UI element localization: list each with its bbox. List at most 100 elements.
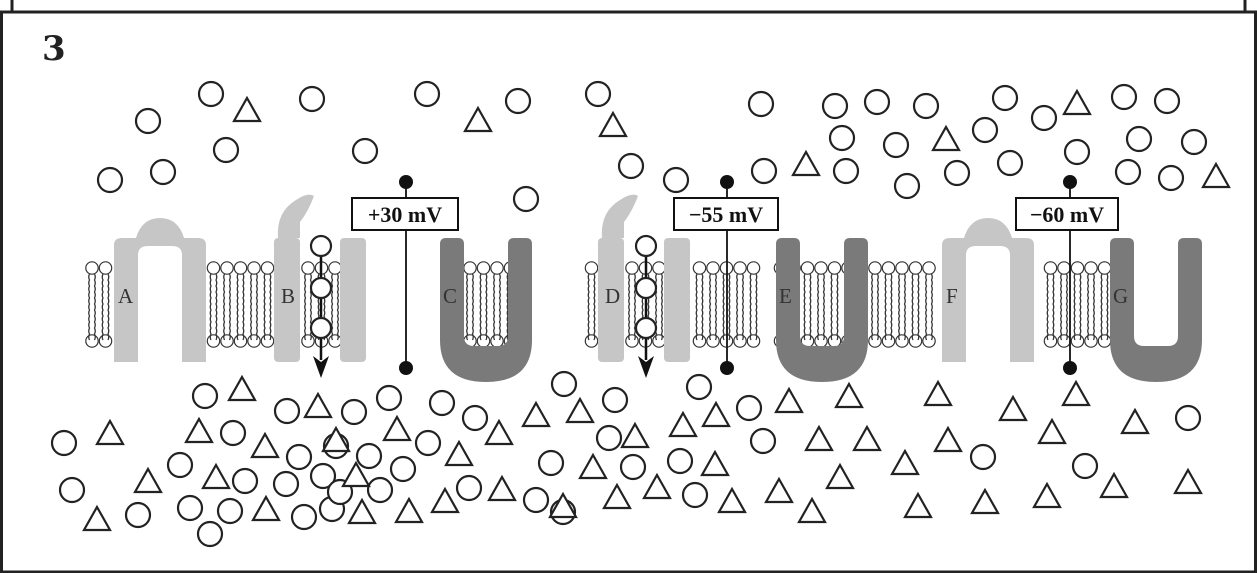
circle-molecule (198, 522, 222, 546)
lipid-tail (102, 274, 103, 340)
circle-molecule (993, 86, 1017, 110)
lipid-head (693, 335, 705, 347)
lipid-tail (932, 274, 933, 340)
lipid-head (693, 262, 705, 274)
lipid-tail (737, 274, 738, 340)
lipid (86, 262, 98, 347)
circle-molecule (971, 445, 995, 469)
lipid-tail (1061, 274, 1062, 340)
lipid-head (896, 262, 908, 274)
lipid-tail (594, 274, 595, 340)
triangle-molecule (933, 127, 959, 150)
lipid-head (248, 262, 260, 274)
channel-label: E (779, 284, 792, 308)
lipid (747, 262, 759, 347)
lipid-head (882, 262, 894, 274)
circle-molecule (199, 82, 223, 106)
lipid (207, 262, 219, 347)
lipid-tail (891, 274, 892, 340)
lipid-tail (230, 274, 231, 340)
lipid-tail (905, 274, 906, 340)
lipid-tail (500, 274, 501, 340)
lipid-tail (885, 274, 886, 340)
circle-molecule (524, 488, 548, 512)
lipid-tail (1067, 274, 1068, 340)
circle-molecule (1176, 406, 1200, 430)
circle-molecule (430, 391, 454, 415)
lipid (707, 262, 719, 347)
triangle-molecule (1063, 382, 1089, 405)
lipid-tail (824, 274, 825, 340)
circle-molecule (752, 159, 776, 183)
channel-label: C (443, 284, 457, 308)
circle-molecule (126, 503, 150, 527)
triangle-molecule (1175, 470, 1201, 493)
lipid-tail (1080, 274, 1081, 340)
lipid-tail (251, 274, 252, 340)
lipid-tail (918, 274, 919, 340)
triangle-molecule (523, 403, 549, 426)
lipid-head (207, 262, 219, 274)
circle-molecule (1116, 160, 1140, 184)
triangle-molecule (1203, 164, 1229, 187)
triangle-molecule (465, 108, 491, 131)
triangle-molecule (349, 500, 375, 523)
channel-label: G (1113, 284, 1128, 308)
lipid-head (221, 262, 233, 274)
lipid-head (815, 335, 827, 347)
lipid-head (747, 262, 759, 274)
lipid-tail (1088, 274, 1089, 340)
lipid-tail (872, 274, 873, 340)
lipid (585, 262, 597, 347)
lipid-tail (264, 274, 265, 340)
triangle-molecule (252, 434, 278, 457)
lipid-tail (878, 274, 879, 340)
circle-molecule (300, 87, 324, 111)
triangle-molecule (703, 403, 729, 426)
lipid-tail (486, 274, 487, 340)
triangle-molecule (806, 427, 832, 450)
circle-molecule (506, 89, 530, 113)
circle-molecule (664, 168, 688, 192)
triangle-molecule (854, 427, 880, 450)
lipid-head (923, 335, 935, 347)
circle-molecule (749, 92, 773, 116)
lipid-head (1098, 335, 1110, 347)
channel-f: F (942, 218, 1034, 362)
circle-molecule (416, 431, 440, 455)
circle-molecule (1065, 140, 1089, 164)
triangle-molecule (396, 499, 422, 522)
circle-molecule (136, 109, 160, 133)
lipid-tail (507, 274, 508, 340)
lipid (882, 262, 894, 347)
lipid-tail (305, 274, 306, 340)
lipid-head (734, 262, 746, 274)
lipid-tail (473, 274, 474, 340)
triangle-molecule (1101, 474, 1127, 497)
lipid-head (261, 335, 273, 347)
triangle-molecule (567, 399, 593, 422)
lipid-tail (1047, 274, 1048, 340)
lipid-head (869, 335, 881, 347)
circle-molecule (1112, 85, 1136, 109)
electrode-tip-outside (720, 175, 734, 189)
circle-molecule (586, 82, 610, 106)
ion-flow (311, 236, 331, 378)
lipid-tail (743, 274, 744, 340)
lipid-tail (710, 274, 711, 340)
lipid-head (747, 335, 759, 347)
lipid-head (477, 262, 489, 274)
channel-label: F (946, 284, 958, 308)
circle-molecule (357, 444, 381, 468)
circle-molecule (311, 236, 331, 256)
lipid-tail (243, 274, 244, 340)
triangle-molecule (446, 442, 472, 465)
channel-label: B (281, 284, 295, 308)
lipid-head (86, 262, 98, 274)
lipid-head (477, 335, 489, 347)
lipid (1044, 262, 1056, 347)
triangle-molecule (793, 152, 819, 175)
lipid-head (302, 335, 314, 347)
lipid-tail (338, 274, 339, 340)
